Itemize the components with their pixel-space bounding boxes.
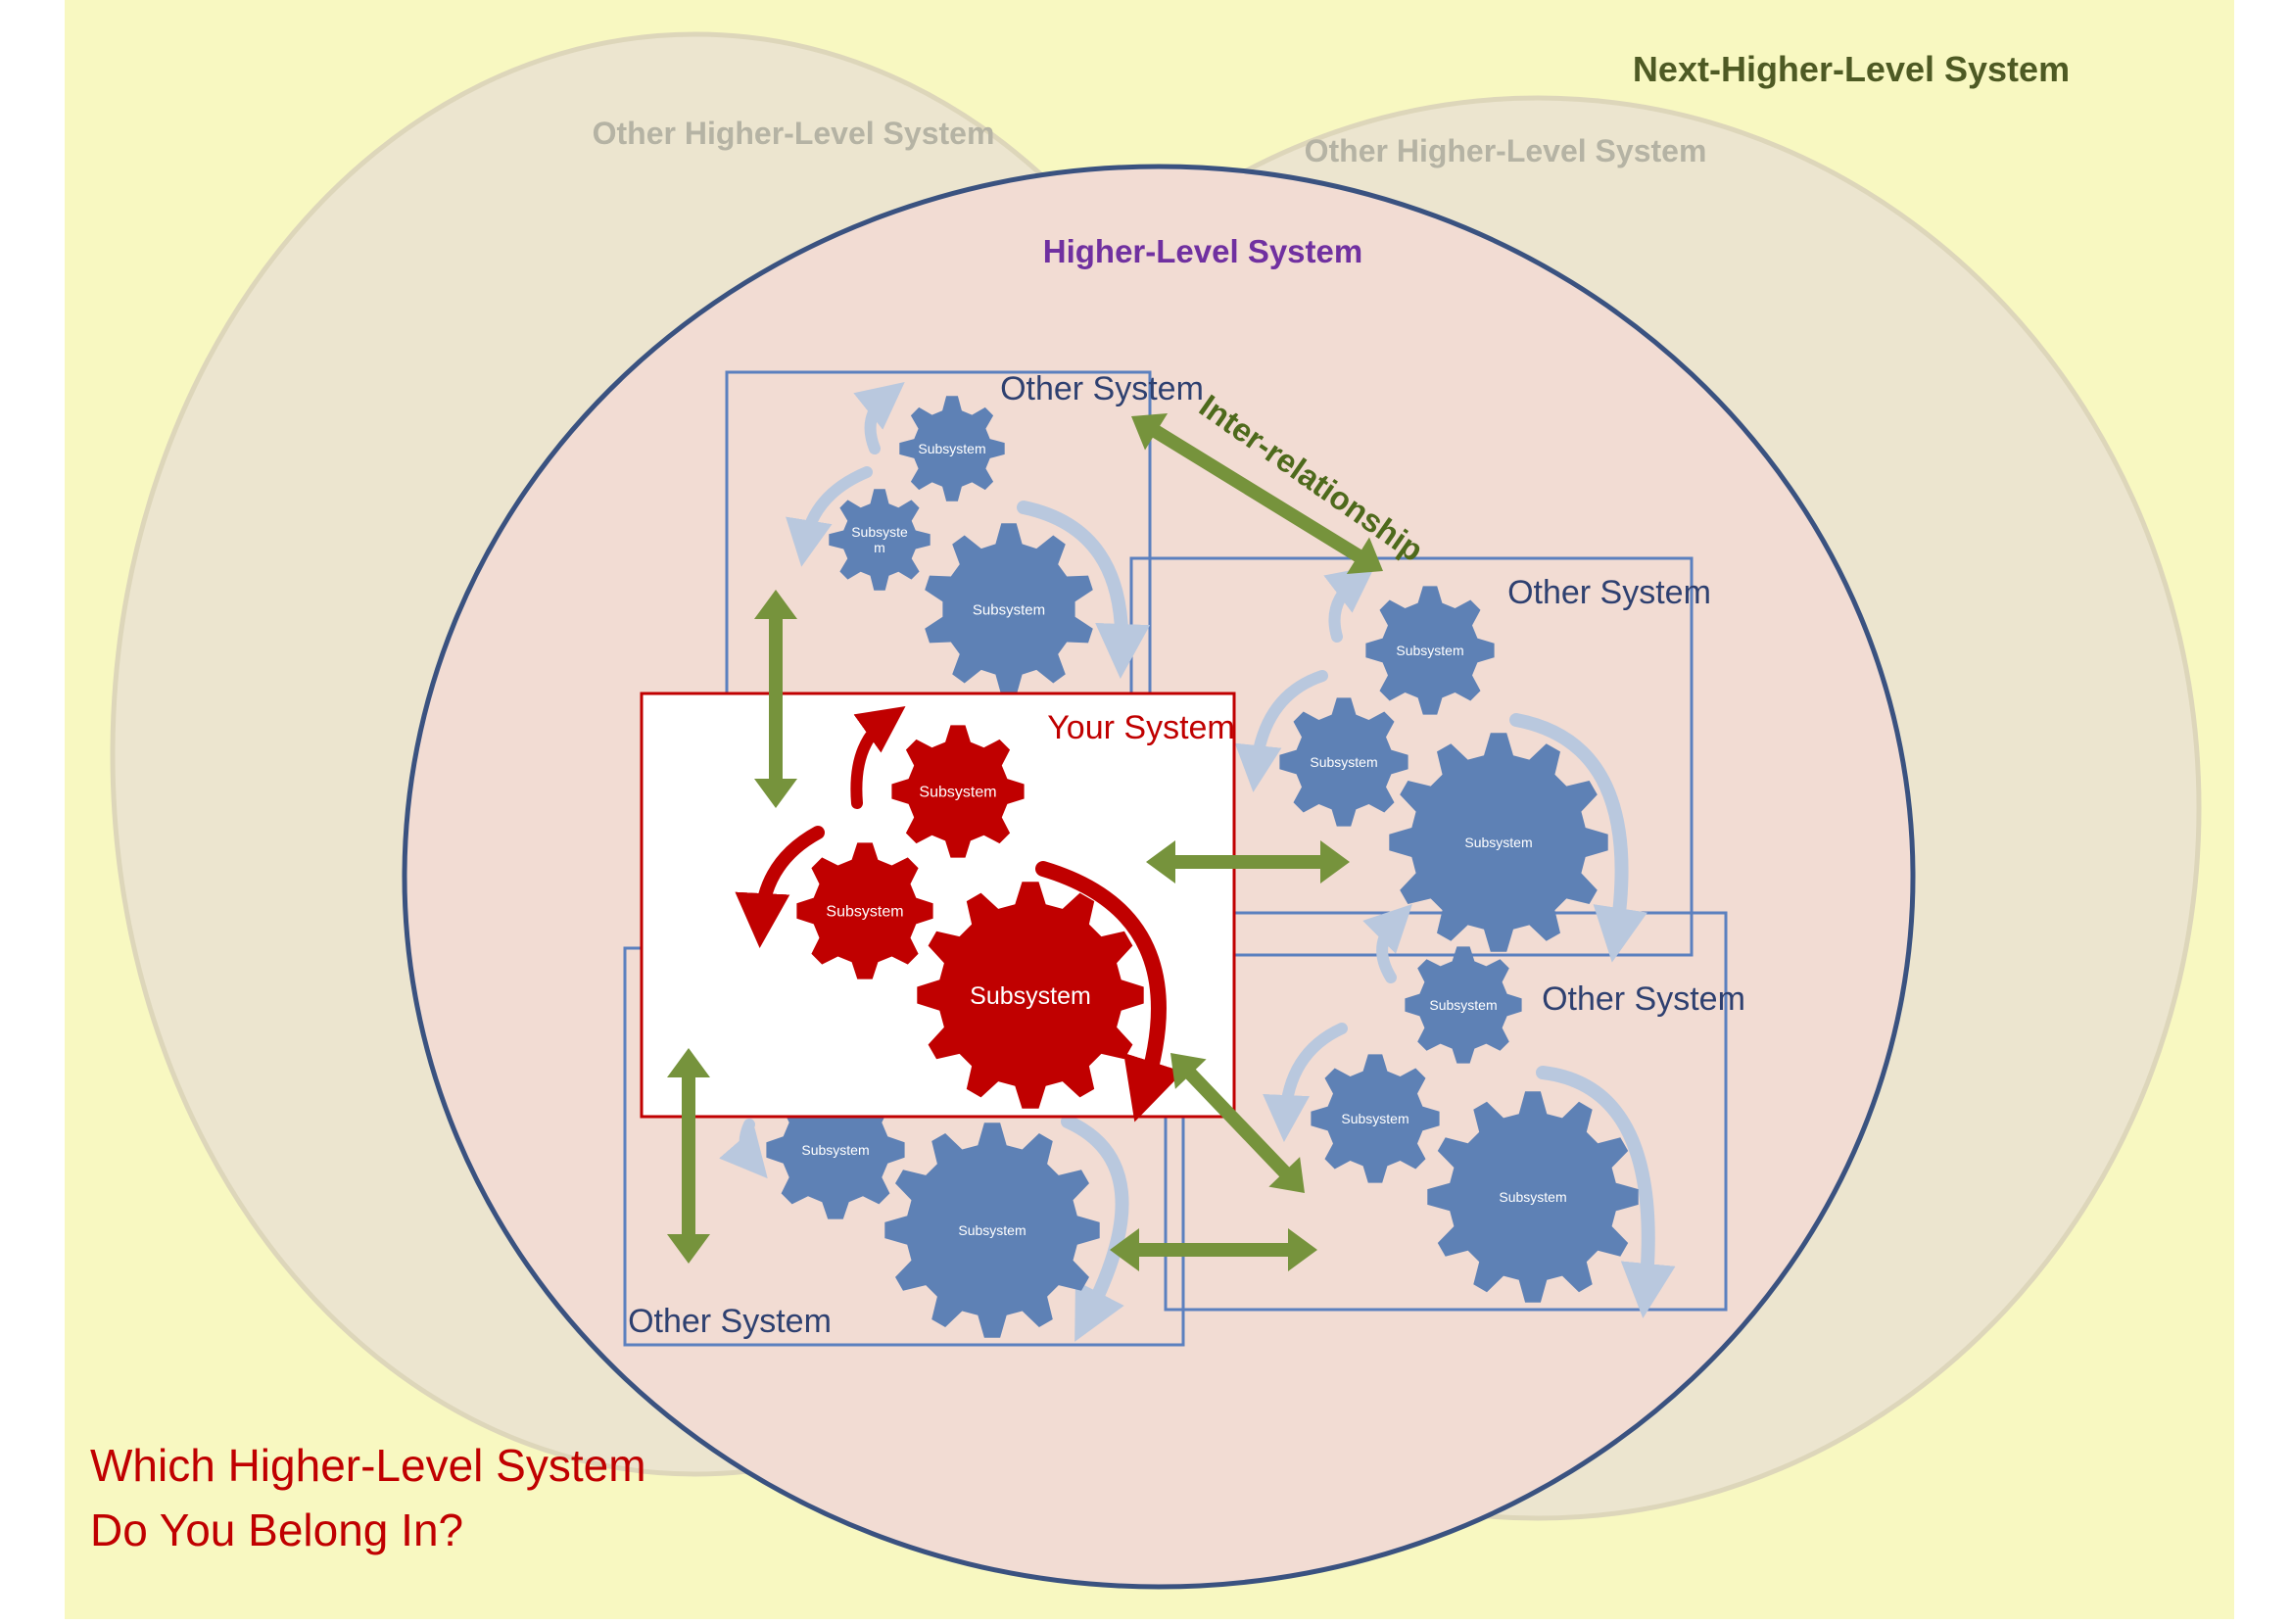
subsystem-label: m — [874, 540, 885, 555]
blue-gears: SubsystemSubsystemSubsystemSubsystemSubs… — [766, 396, 1639, 1338]
subsystem-gear: Subsystem — [1365, 586, 1495, 715]
other-higher-level-label-left: Other Higher-Level System — [593, 116, 995, 151]
rotation-arrow-icon — [1323, 565, 1376, 643]
subsystem-gear: Subsystem — [899, 396, 1005, 502]
subsystem-gear: Subsystem — [917, 882, 1144, 1109]
double-arrow-icon — [1146, 840, 1350, 884]
rotation-arrow-icon — [853, 381, 905, 454]
rotation-arrow-icon — [1536, 1066, 1676, 1318]
rotation-arrow-icon — [719, 1119, 768, 1179]
double-arrow-icon — [1110, 1228, 1317, 1271]
double-arrow-icon — [1131, 413, 1383, 574]
subsystem-gear: Subsystem — [796, 842, 933, 979]
subsystem-label: Subsystem — [1429, 997, 1497, 1013]
rotation-arrow-icon — [1017, 501, 1151, 679]
question-line-1: Which Higher-Level System — [90, 1440, 646, 1491]
relationship-arrows — [667, 413, 1383, 1271]
rotation-arrow-icon — [1509, 713, 1647, 963]
other-higher-level-label-right: Other Higher-Level System — [1305, 133, 1707, 168]
subsystem-gear: Subsystem — [884, 1122, 1100, 1338]
gear-icon — [796, 842, 933, 979]
rotation-arrow-icon — [1234, 670, 1328, 792]
other-system-title-right-lower: Other System — [1542, 980, 1745, 1018]
gear-icon — [884, 1122, 1100, 1338]
rotation-arrow-icon — [1035, 861, 1184, 1122]
red-rotation-arrows — [735, 706, 1184, 1122]
question-line-2: Do You Belong In? — [90, 1505, 463, 1555]
gear-icon — [899, 396, 1005, 502]
other-system-title-bottom-left: Other System — [628, 1303, 832, 1340]
double-arrow-icon — [1170, 1053, 1305, 1193]
subsystem-gear: Subsystem — [891, 725, 1025, 858]
subsystem-gear: Subsystem — [1427, 1091, 1639, 1303]
subsystem-label: Subsystem — [958, 1222, 1026, 1238]
other-system-title-top: Other System — [1000, 370, 1204, 407]
subsystem-gear: Subsystem — [1279, 697, 1408, 827]
rotation-arrow-icon — [735, 826, 825, 948]
gear-icon — [1405, 946, 1522, 1064]
subsystem-label: Subsystem — [801, 1142, 869, 1158]
gear-icon — [925, 523, 1093, 695]
subsystem-gear: Subsystem — [829, 489, 931, 591]
subsystem-label: Subsystem — [919, 785, 996, 801]
subsystem-label: Subsystem — [1499, 1189, 1566, 1205]
gear-icon — [891, 725, 1025, 858]
subsystem-label: Subsystem — [970, 982, 1091, 1010]
gear-icon — [1311, 1054, 1440, 1183]
subsystem-gear: Subsystem — [925, 523, 1093, 695]
your-system-title: Your System — [1047, 709, 1235, 746]
blue-rotation-arrows — [719, 381, 1676, 1342]
subsystem-label: Subsyste — [851, 524, 908, 540]
next-higher-level-label: Next-Higher-Level System — [1633, 49, 2070, 89]
subsystem-label: Subsystem — [918, 441, 985, 456]
rotation-arrow-icon — [1061, 1115, 1129, 1342]
rotation-arrow-icon — [1362, 904, 1412, 983]
gear-icon — [1427, 1091, 1639, 1303]
rotation-arrow-icon — [1263, 1023, 1348, 1142]
subsystem-label: Subsystem — [1464, 835, 1532, 850]
rotation-arrow-icon — [786, 466, 873, 567]
subsystem-label: Subsystem — [1341, 1111, 1408, 1126]
subsystem-gear: Subsystem — [1389, 733, 1608, 952]
double-arrow-icon — [667, 1048, 710, 1264]
subsystem-gear: Subsystem — [1405, 946, 1522, 1064]
subsystem-label: Subsystem — [1396, 643, 1463, 658]
subsystem-label: Subsystem — [1310, 754, 1377, 770]
gear-icon — [1389, 733, 1608, 952]
subsystem-label: Subsystem — [826, 904, 903, 921]
gear-icon — [917, 882, 1144, 1109]
subsystem-label: Subsystem — [973, 601, 1045, 618]
double-arrow-icon — [754, 590, 797, 808]
higher-level-label: Higher-Level System — [1043, 233, 1362, 269]
gear-icon — [1279, 697, 1408, 827]
rotation-arrow-icon — [850, 706, 906, 809]
gear-icon — [1365, 586, 1495, 715]
gear-icon — [829, 489, 931, 591]
other-system-title-right-upper: Other System — [1507, 574, 1711, 611]
subsystem-gear: Subsystem — [1311, 1054, 1440, 1183]
